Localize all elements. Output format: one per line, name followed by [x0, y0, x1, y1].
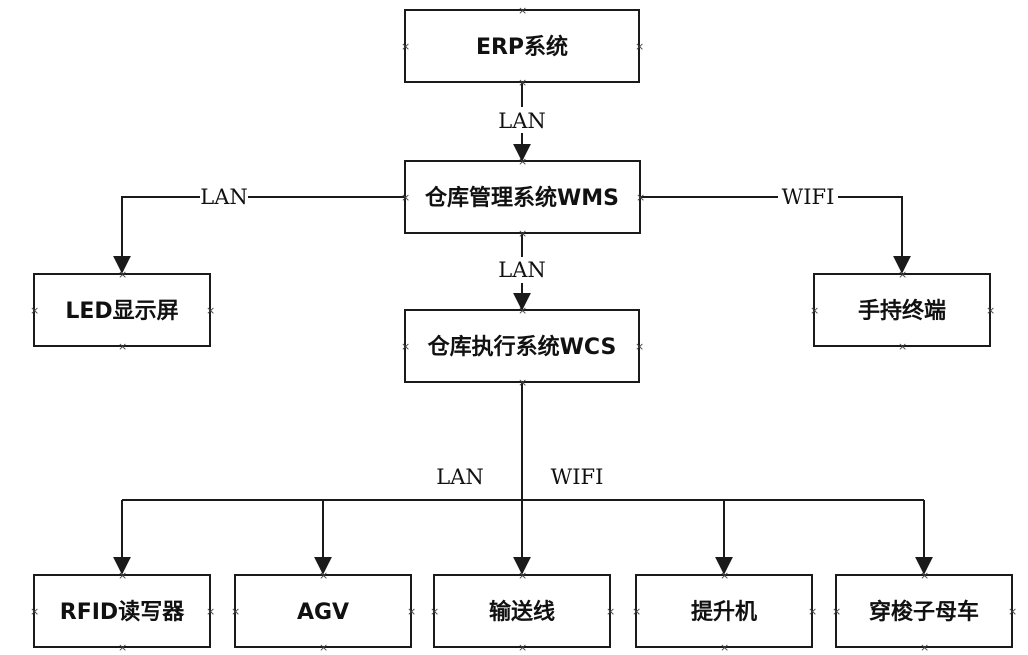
- edge-wms-led: [113, 196, 405, 274]
- svg-text:×: ×: [401, 191, 410, 204]
- svg-text:×: ×: [635, 340, 644, 353]
- label-erp-wms: LAN: [498, 109, 546, 133]
- svg-text:×: ×: [118, 268, 127, 281]
- svg-text:×: ×: [118, 569, 127, 582]
- svg-text:×: ×: [206, 304, 215, 317]
- svg-text:×: ×: [319, 569, 328, 582]
- node-wcs-label: 仓库执行系统WCS: [427, 334, 617, 360]
- node-shuttle: 穿梭子母车: [835, 574, 1013, 648]
- node-hoist-label: 提升机: [691, 599, 757, 625]
- svg-text:×: ×: [401, 40, 410, 53]
- svg-text:×: ×: [518, 641, 527, 654]
- svg-text:×: ×: [920, 569, 929, 582]
- svg-text:×: ×: [206, 605, 215, 618]
- svg-text:×: ×: [606, 605, 615, 618]
- svg-text:×: ×: [319, 641, 328, 654]
- svg-text:×: ×: [1008, 605, 1017, 618]
- node-conveyor: 输送线: [433, 574, 611, 648]
- svg-text:×: ×: [231, 605, 240, 618]
- node-hoist: 提升机: [635, 574, 813, 648]
- svg-text:×: ×: [30, 304, 39, 317]
- node-handheld: 手持终端: [813, 273, 991, 347]
- connection-point-marks: ×××× ×××× ×××× ×××× ×××× ×××× ×××× ×××× …: [30, 4, 1017, 654]
- svg-text:×: ×: [518, 304, 527, 317]
- node-rfid: RFID读写器: [33, 574, 211, 648]
- svg-text:×: ×: [898, 268, 907, 281]
- svg-text:×: ×: [636, 191, 645, 204]
- svg-text:×: ×: [430, 605, 439, 618]
- svg-text:×: ×: [401, 340, 410, 353]
- svg-text:×: ×: [720, 569, 729, 582]
- svg-text:×: ×: [832, 605, 841, 618]
- node-erp: ERP系统: [404, 9, 640, 83]
- label-wcs-devices-left: LAN: [436, 465, 484, 489]
- svg-text:×: ×: [635, 40, 644, 53]
- svg-text:×: ×: [518, 227, 527, 240]
- node-rfid-label: RFID读写器: [60, 600, 185, 625]
- node-led-label: LED显示屏: [65, 299, 178, 324]
- edge-labels: LAN LAN WIFI LAN LAN WIFI: [200, 107, 838, 489]
- svg-text:×: ×: [518, 76, 527, 89]
- svg-text:×: ×: [808, 605, 817, 618]
- svg-text:×: ×: [518, 4, 527, 17]
- node-shuttle-label: 穿梭子母车: [869, 599, 979, 625]
- node-led: LED显示屏: [33, 273, 211, 347]
- svg-text:×: ×: [632, 605, 641, 618]
- node-erp-label: ERP系统: [476, 34, 568, 60]
- label-wms-handheld: WIFI: [782, 185, 835, 209]
- label-wms-wcs: LAN: [498, 258, 546, 282]
- node-handheld-label: 手持终端: [858, 298, 946, 324]
- svg-text:×: ×: [810, 304, 819, 317]
- node-wcs: 仓库执行系统WCS: [404, 309, 640, 383]
- svg-text:×: ×: [118, 641, 127, 654]
- svg-text:×: ×: [518, 376, 527, 389]
- svg-text:×: ×: [986, 304, 995, 317]
- svg-text:×: ×: [720, 641, 729, 654]
- label-wms-led: LAN: [200, 185, 248, 209]
- node-conveyor-label: 输送线: [489, 599, 555, 625]
- svg-text:×: ×: [920, 641, 929, 654]
- node-wms: 仓库管理系统WMS: [404, 160, 641, 234]
- svg-text:×: ×: [407, 605, 416, 618]
- node-agv-label: AGV: [297, 600, 349, 625]
- svg-text:×: ×: [518, 569, 527, 582]
- edges: [113, 82, 933, 575]
- svg-text:×: ×: [118, 340, 127, 353]
- svg-text:×: ×: [518, 155, 527, 168]
- node-wms-label: 仓库管理系统WMS: [424, 185, 619, 211]
- svg-text:×: ×: [898, 340, 907, 353]
- node-agv: AGV: [234, 574, 412, 648]
- edge-wms-handheld: [640, 196, 911, 274]
- label-wcs-devices-right: WIFI: [551, 465, 604, 489]
- svg-text:×: ×: [30, 605, 39, 618]
